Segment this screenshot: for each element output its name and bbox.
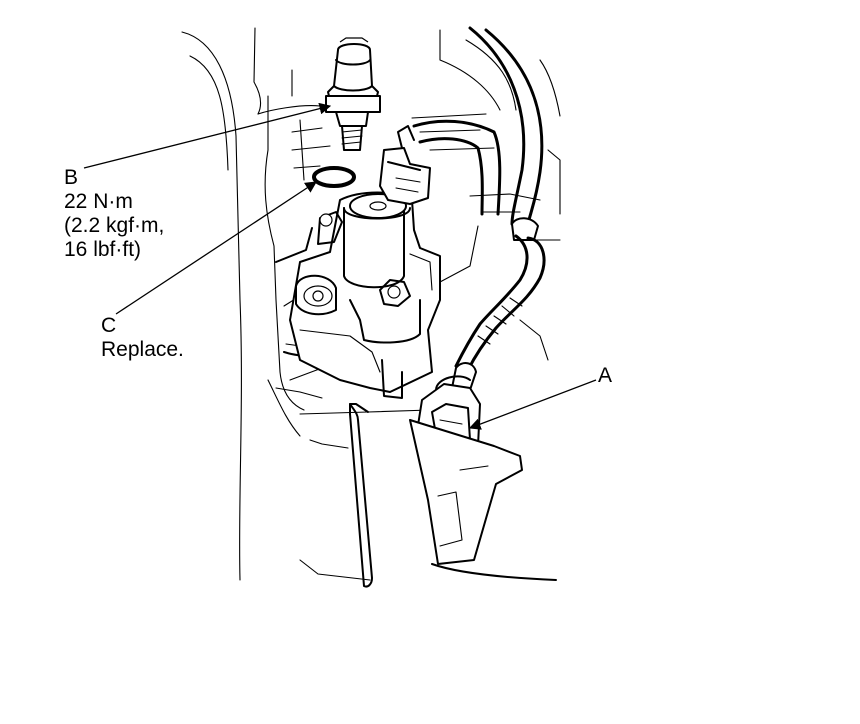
sensor-b xyxy=(325,37,381,151)
callout-c-letter: C xyxy=(101,314,117,337)
callout-b-torque-kgfm: (2.2 kgf·m, xyxy=(64,214,165,237)
callout-a-letter: A xyxy=(598,364,613,387)
callout-c: C Replace. xyxy=(101,314,184,362)
wire-harness xyxy=(435,234,546,391)
leader-line-a xyxy=(468,379,597,430)
callout-b-torque-nm: 22 N·m xyxy=(64,190,133,213)
o-ring-c xyxy=(312,166,356,188)
leader-line-c xyxy=(115,181,317,315)
leader-line-b xyxy=(83,102,332,169)
solenoid-valve-body xyxy=(289,191,441,399)
leader-lines xyxy=(83,102,597,430)
hoses xyxy=(412,26,544,241)
callout-c-note: Replace. xyxy=(101,338,184,361)
valve-connector xyxy=(379,125,431,205)
bracket xyxy=(349,403,557,588)
callout-b-torque-lbfft: 16 lbf·ft) xyxy=(64,238,142,261)
callout-b-letter: B xyxy=(64,166,79,189)
callout-b: B 22 N·m (2.2 kgf·m, 16 lbf·ft) xyxy=(64,166,164,262)
callout-a: A xyxy=(598,364,612,388)
